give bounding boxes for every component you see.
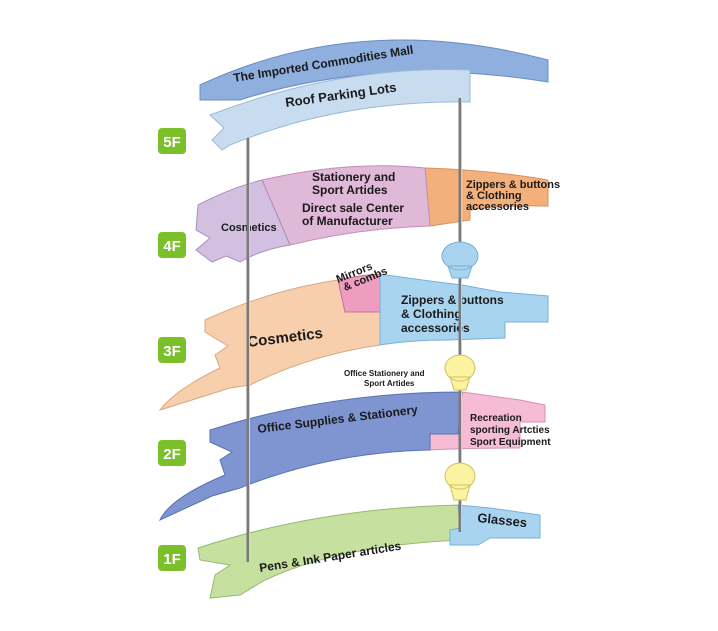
location-markers [441,241,479,501]
floor-badge-4f: 4F [158,232,186,258]
floor-badge-2f: 2F [158,440,186,466]
floor-badge-5f: 5F [158,128,186,154]
zone-2f-office-note-line1: Office Stationery and [344,369,425,378]
zone-4f-cosmetics [195,179,291,263]
marker-blue-3f [441,241,479,279]
floor-badge-2f-label: 2F [163,446,181,463]
zone-1f-glasses-label: Glasses [477,510,528,530]
zone-3f-zippers-line2: & Clothing [401,307,462,321]
roof-parking-band [209,69,471,151]
zone-4f-stationery [261,165,431,246]
roof-level: The Imported Commodities Mall Roof Parki… [199,39,549,151]
marker-yellow-1f [444,462,476,501]
floor-badge-1f-label: 1F [163,551,181,568]
zone-2f-recreation-line2: sporting Artcties [470,425,550,436]
zone-2f-office-note-line2: Sport Artides [364,379,415,388]
zone-4f-zippers-line1: Zippers & buttons [466,179,560,191]
zone-4f-stationery-line1: Stationery and [312,170,395,184]
zone-4f-zippers-line2: & Clothing [466,190,522,202]
floor-badge-1f: 1F [158,545,186,571]
zone-4f-direct-line2: of Manufacturer [302,214,393,228]
pillars [246,98,462,562]
zone-4f-zippers [424,167,549,227]
floor-badge-4f-label: 4F [163,238,181,255]
zone-3f-cosmetics [158,279,381,411]
zone-2f-recreation-line3: Sport Equipment [470,437,551,448]
zone-3f-zippers [379,273,549,346]
floor-4: Cosmetics Stationery and Sport Artides D… [195,165,560,263]
floor-badges: 5F 4F 3F 2F 1F [158,128,186,571]
zone-3f-zippers-line1: Zippers & buttons [401,293,504,307]
zone-2f-office [158,391,463,522]
zone-1f-glasses [449,504,541,546]
marker-yellow-2f [444,354,476,391]
floor-badge-3f-label: 3F [163,343,181,360]
roof-mall-band [199,39,549,101]
zone-2f-recreation-line1: Recreation [470,413,522,424]
zone-4f-direct-line1: Direct sale Center [302,201,404,215]
floor-badge-5f-label: 5F [163,134,181,151]
floor-badge-3f: 3F [158,337,186,363]
floor-3: Cosmetics Mirrors & combs Zippers & butt… [158,260,549,411]
zone-4f-zippers-line3: accessories [466,201,529,213]
zone-3f-zippers-line3: accessories [401,321,470,335]
zone-4f-stationery-line2: Sport Artides [312,183,388,197]
